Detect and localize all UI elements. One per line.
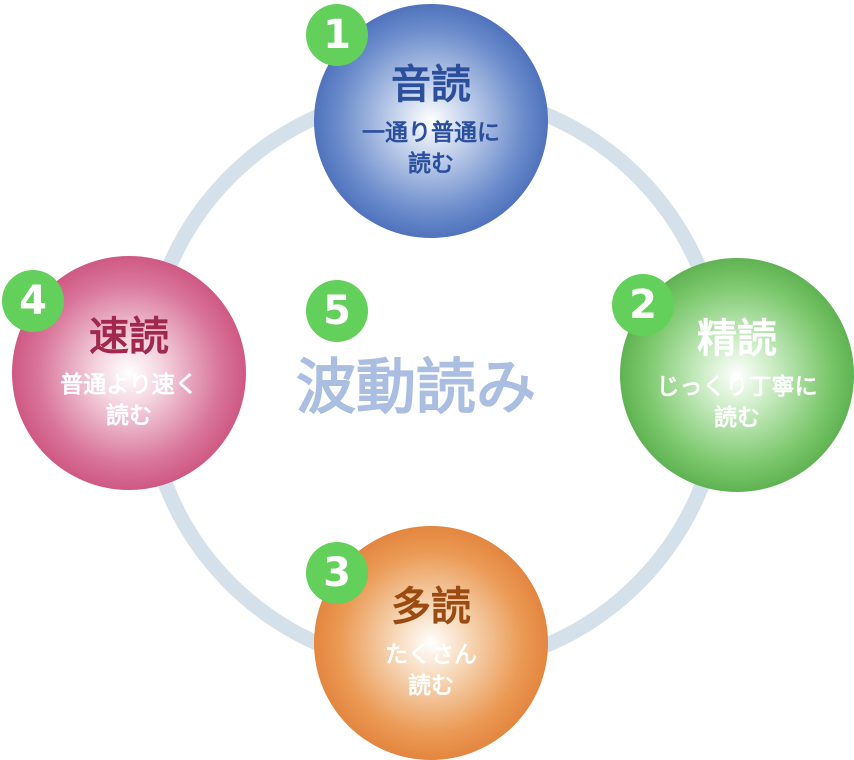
node-title: 多読 [391, 583, 471, 630]
node-description: じっくり丁寧に 読む [656, 373, 818, 431]
center-title: 波動読み [296, 353, 536, 423]
step-number-badge: 1 [306, 4, 368, 66]
node-title: 速読 [89, 313, 169, 360]
node-ondoku: 音読 一通り普通に 読む [314, 4, 548, 238]
node-description: 一通り普通に 読む [362, 119, 500, 177]
node-title: 音読 [391, 61, 471, 108]
node-description: 普通より速く 読む [60, 371, 198, 429]
node-title: 精読 [697, 315, 777, 362]
step-number-badge: 2 [612, 274, 674, 336]
step-number-badge: 5 [306, 280, 368, 342]
step-number-badge: 3 [306, 542, 368, 604]
node-description: たくさん 読む [385, 641, 477, 699]
step-number-badge: 4 [2, 270, 64, 332]
